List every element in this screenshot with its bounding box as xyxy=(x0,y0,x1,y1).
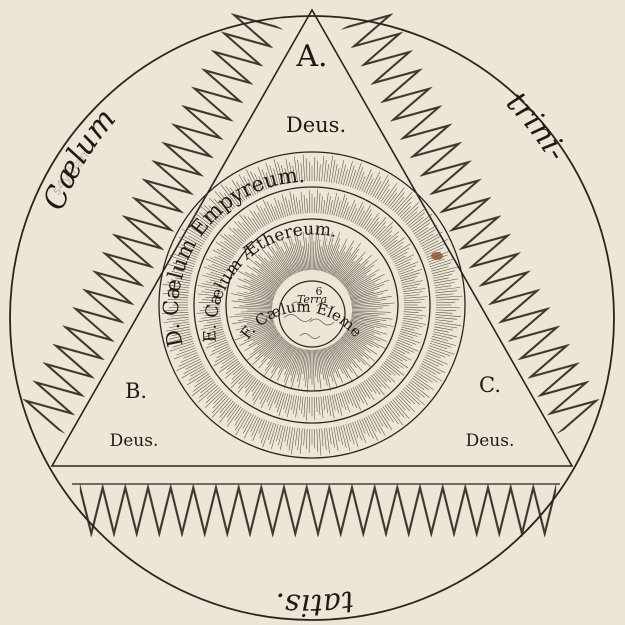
rays-bottom xyxy=(79,483,557,538)
label-deus-right: Deus. xyxy=(466,431,515,451)
label-c: C. xyxy=(479,373,501,397)
label-deus-left: Deus. xyxy=(110,431,159,451)
earth-texture xyxy=(283,301,336,339)
ink-stain xyxy=(431,252,443,260)
earth-globe xyxy=(278,280,346,348)
ring-empyreum xyxy=(158,151,466,459)
ring-aethereum xyxy=(193,186,431,424)
ring-elementare xyxy=(225,218,399,392)
ring-empyreum-hatching xyxy=(161,154,463,456)
heavens-rings xyxy=(158,151,466,459)
label-b: B. xyxy=(125,379,147,403)
rays-left xyxy=(22,13,283,434)
label-deus-top: Deus. xyxy=(286,113,346,137)
ring-aethereum-hatching xyxy=(196,189,428,421)
rays-right xyxy=(341,13,600,434)
ring-elementare-hatching xyxy=(229,227,395,393)
label-a: A. xyxy=(295,39,327,74)
label-terra-number: 6 xyxy=(316,285,323,298)
trinity-triangle xyxy=(50,8,574,467)
label-terra: Terra xyxy=(297,293,327,306)
outer-circle xyxy=(9,15,615,621)
